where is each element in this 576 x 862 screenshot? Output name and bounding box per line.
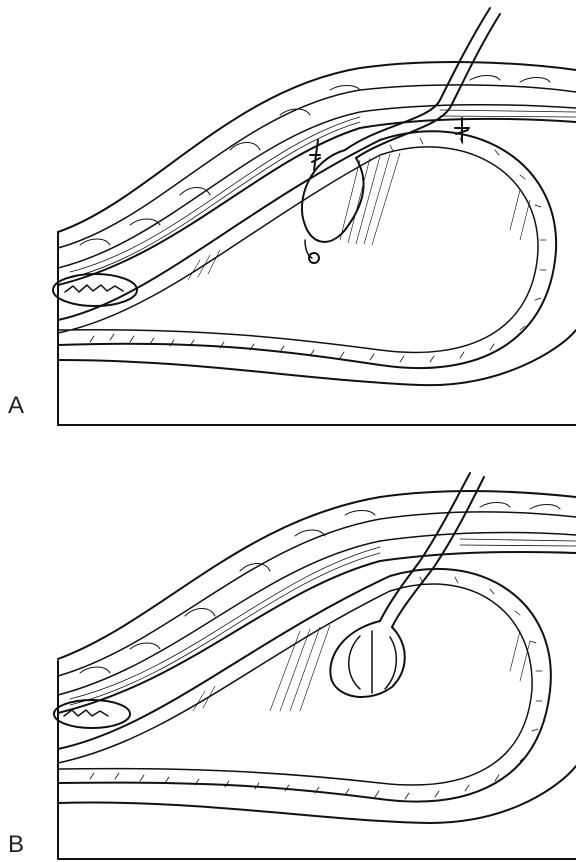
tube-tip: [309, 253, 319, 263]
muscle-fibres: [70, 539, 576, 705]
bowel-content: [65, 285, 123, 292]
panel-b-illustration: [0, 431, 576, 862]
viscus-outer-wall: [58, 131, 556, 368]
mushroom-tip: [330, 621, 404, 697]
lower-serosa: [58, 330, 576, 385]
skin-surface: [58, 491, 576, 659]
mushroom-wing-right: [385, 637, 396, 689]
panel-label-a: A: [8, 392, 24, 420]
mushroom-wing-left: [349, 636, 360, 689]
panel-label-b: B: [8, 831, 24, 859]
panel-a: A: [0, 0, 576, 430]
tube-inner-edge: [392, 477, 484, 627]
viscus-shading: [193, 625, 530, 711]
subcutaneous-layer: [58, 512, 576, 676]
viscus-shading: [188, 153, 530, 280]
suture-right: [455, 118, 469, 142]
fat-texture: [80, 503, 560, 674]
muscle-fibres: [70, 110, 576, 278]
bowel-content: [64, 710, 108, 716]
muscle-layer: [58, 552, 576, 713]
panel-a-illustration: [0, 0, 576, 430]
panel-b: B: [0, 431, 576, 862]
lower-serosa: [58, 766, 576, 823]
fascia-layer: [58, 105, 576, 268]
viscus-outer-wall: [58, 569, 551, 802]
mucosal-hatching: [90, 577, 542, 799]
